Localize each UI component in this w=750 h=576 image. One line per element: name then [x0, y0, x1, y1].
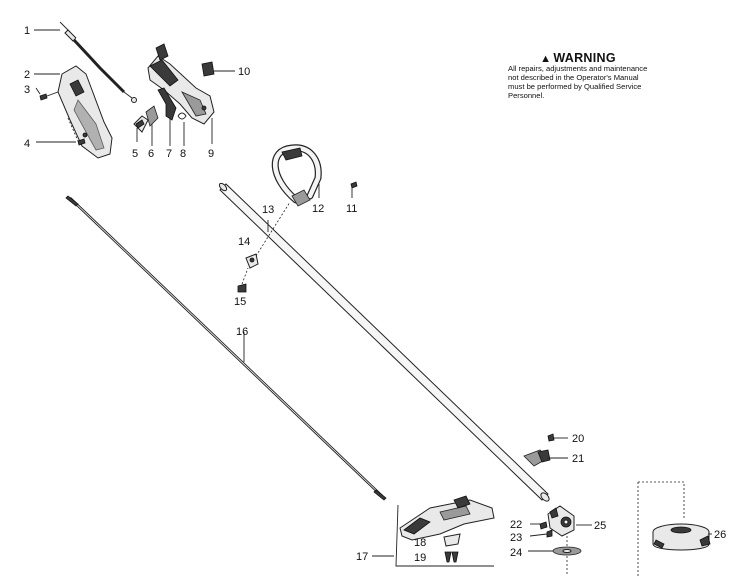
callout-21: 21	[572, 453, 584, 465]
handle-housing-part	[147, 43, 215, 125]
callout-labels: 1 2 3 4 5 6 7 8 9 10 11 12 13 14 15 16 1…	[24, 25, 726, 564]
trigger-part-5	[133, 115, 149, 133]
callout-14: 14	[238, 236, 250, 248]
trimmer-head-part	[637, 481, 711, 576]
leader-lines	[34, 29, 712, 557]
callout-9: 9	[208, 148, 214, 160]
spring-part-8	[177, 112, 187, 120]
callout-8: 8	[180, 148, 186, 160]
loop-handle-part	[271, 144, 322, 207]
gear-head-part	[547, 505, 575, 537]
stop-switch-part	[201, 61, 215, 77]
callout-17: 17	[356, 551, 368, 563]
callout-10: 10	[238, 66, 250, 78]
callout-1: 1	[24, 25, 30, 37]
engine-cover-part	[57, 65, 113, 159]
callout-24: 24	[510, 547, 522, 559]
pin-part-22	[539, 521, 548, 530]
callout-7: 7	[166, 148, 172, 160]
callout-22: 22	[510, 519, 522, 531]
callout-18: 18	[414, 537, 426, 549]
warning-text: All repairs, adjustments and maintenance…	[508, 64, 648, 100]
screw-part-4	[67, 117, 86, 146]
callout-12: 12	[312, 203, 324, 215]
warning-box: ▲WARNING All repairs, adjustments and ma…	[508, 51, 648, 100]
screws-part-19	[444, 551, 459, 563]
callout-13: 13	[262, 204, 274, 216]
callout-4: 4	[24, 138, 30, 150]
clamp-part-21	[523, 449, 551, 467]
screw-part-3	[39, 91, 59, 101]
callout-26: 26	[714, 529, 726, 541]
drive-shaft-part	[65, 195, 387, 501]
callout-16: 16	[236, 326, 248, 338]
callout-5: 5	[132, 148, 138, 160]
screw-part-20	[547, 433, 555, 442]
lockout-part-6	[145, 105, 159, 127]
callout-19: 19	[414, 552, 426, 564]
callout-15: 15	[234, 296, 246, 308]
callout-6: 6	[148, 148, 154, 160]
warning-title: ▲WARNING	[508, 51, 648, 65]
washer-part-24	[552, 536, 582, 576]
callout-23: 23	[510, 532, 522, 544]
warning-title-text: WARNING	[553, 51, 616, 65]
callout-2: 2	[24, 69, 30, 81]
callout-25: 25	[594, 520, 606, 532]
callout-20: 20	[572, 433, 584, 445]
screw-part-11	[350, 181, 358, 189]
throttle-cable-part	[59, 21, 137, 103]
callout-11: 11	[346, 203, 357, 215]
warning-triangle-icon: ▲	[540, 53, 552, 65]
bolt-part-23	[546, 529, 553, 538]
throttle-trigger-part-7	[157, 87, 177, 121]
bolt-part-14	[245, 201, 291, 269]
knob-part-15	[237, 267, 249, 293]
callout-3: 3	[24, 84, 30, 96]
shaft-tube-part	[218, 182, 550, 502]
blade-part-18	[443, 533, 461, 547]
debris-shield-part	[395, 495, 495, 567]
